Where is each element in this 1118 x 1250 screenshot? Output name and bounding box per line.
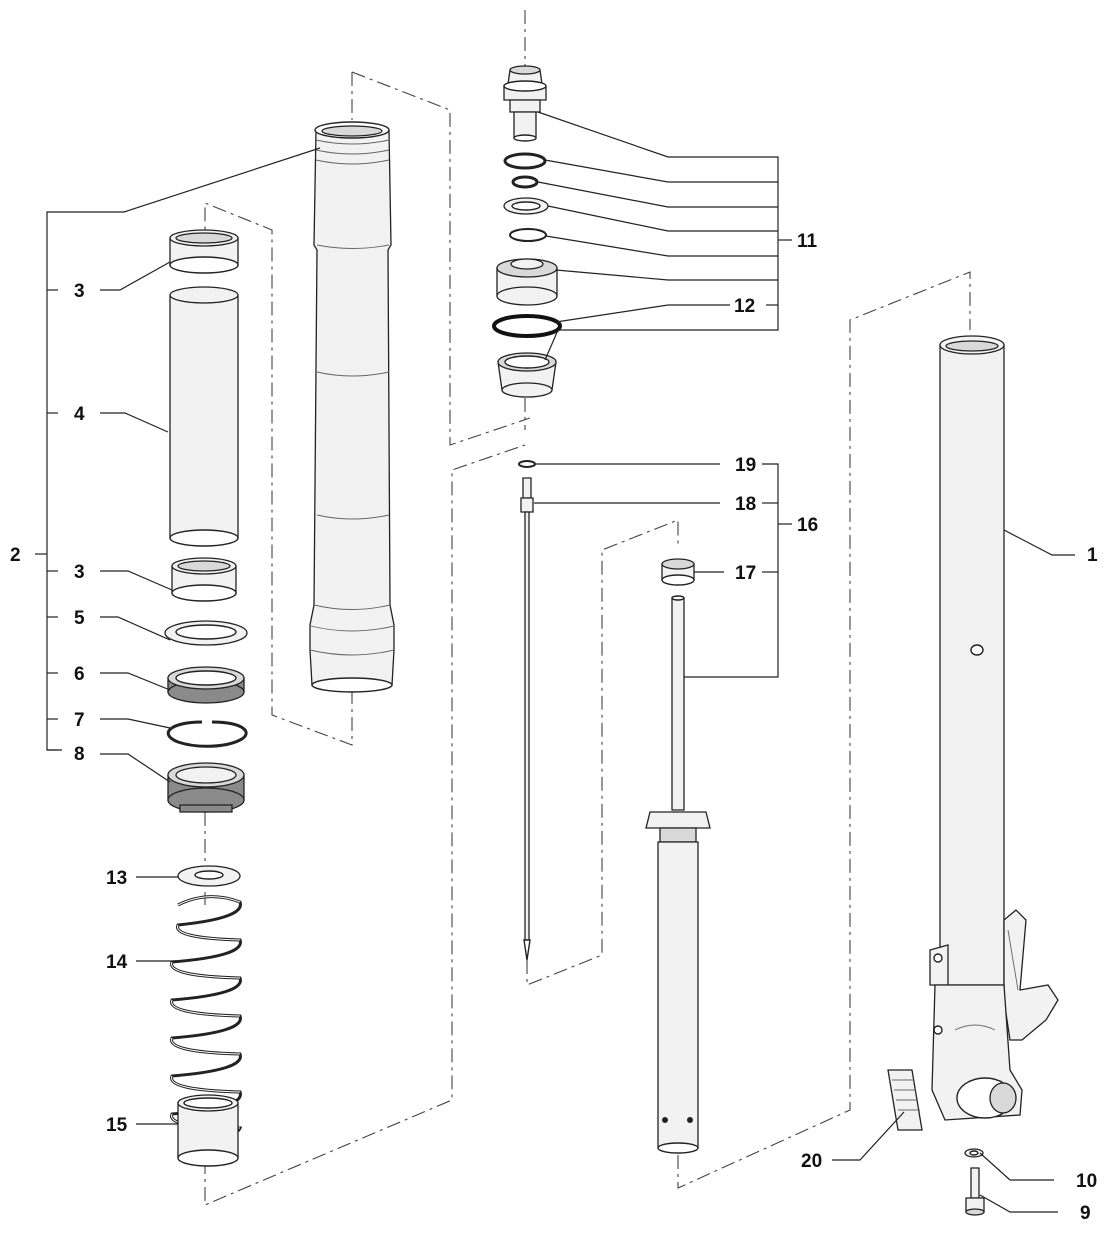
adjuster-rod: [518, 460, 536, 961]
callout-17: 17: [735, 563, 756, 584]
spring-washer: [177, 865, 241, 887]
callout-19: 19: [735, 455, 756, 476]
callout-20: 20: [801, 1151, 822, 1172]
axle-bolt: [965, 1167, 985, 1216]
damper-cartridge: [645, 558, 711, 1154]
callout-2: 2: [10, 545, 21, 566]
oil-seal: [167, 762, 245, 813]
callout-3-upper: 3: [74, 281, 85, 302]
warning-decal: [887, 1069, 923, 1131]
callout-3-lower: 3: [74, 562, 85, 583]
callout-6: 6: [74, 664, 85, 685]
leader-lines: [35, 111, 1075, 1213]
callout-13: 13: [106, 868, 127, 889]
dust-seal: [167, 666, 245, 704]
callout-18: 18: [735, 494, 756, 515]
outer-tube: [309, 121, 395, 693]
callout-11: 11: [797, 231, 818, 252]
callout-1: 1: [1087, 545, 1098, 566]
washer-5: [164, 620, 248, 646]
callout-8: 8: [74, 744, 85, 765]
callout-9: 9: [1080, 1203, 1091, 1224]
callout-16: 16: [797, 515, 818, 536]
fork-slider: [929, 335, 1059, 1121]
callout-12: 12: [734, 296, 755, 317]
callout-4: 4: [74, 404, 85, 425]
upper-bushing: [169, 229, 239, 274]
callout-labels: 1 2 3 4 3 5 6 7 8 13 14 15 11 12 19 18 1…: [10, 231, 1098, 1224]
callout-14: 14: [106, 952, 128, 973]
assembly-axis-lines: [204, 10, 971, 1206]
callout-7: 7: [74, 710, 85, 731]
circlip: [166, 720, 248, 748]
callout-5: 5: [74, 608, 85, 629]
callout-10: 10: [1076, 1171, 1097, 1192]
spacer-tube: [177, 1094, 239, 1167]
callout-15: 15: [106, 1115, 128, 1136]
lower-bushing: [171, 557, 237, 602]
top-cap-assembly: [492, 65, 562, 398]
guide-tube: [169, 286, 239, 547]
bolt-washer: [964, 1148, 984, 1158]
